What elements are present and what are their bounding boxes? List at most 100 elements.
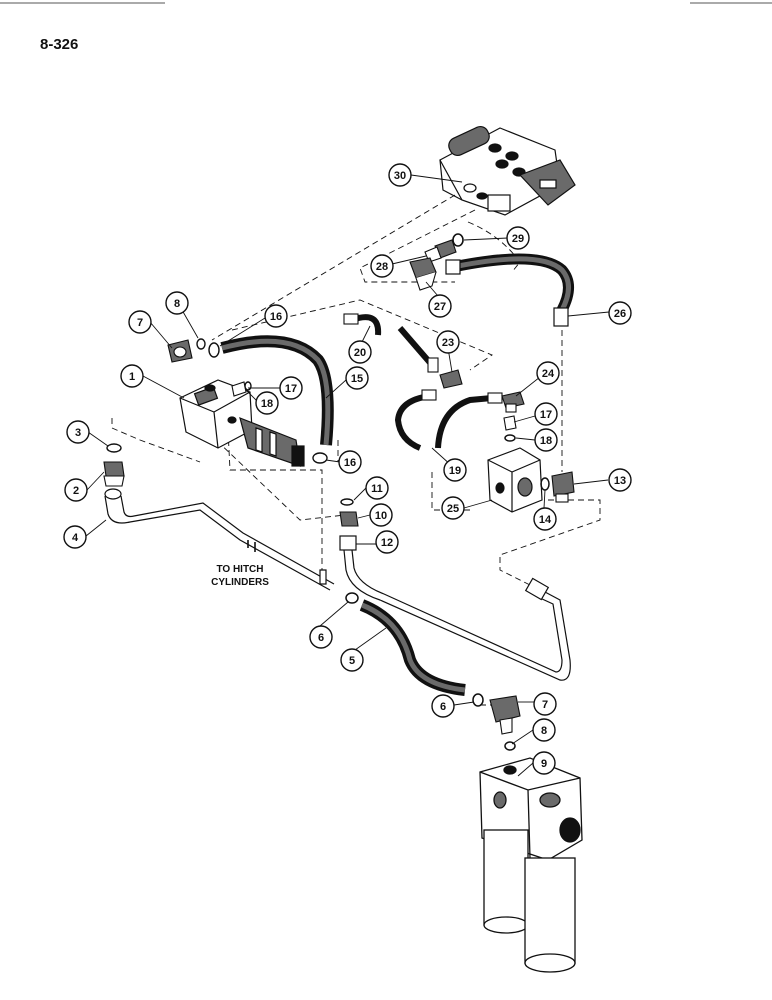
svg-text:30: 30	[394, 170, 406, 182]
svg-text:24: 24	[542, 368, 555, 380]
svg-text:13: 13	[614, 475, 626, 487]
callout-7-top: 7	[128, 310, 152, 334]
callout-9: 9	[532, 751, 556, 775]
svg-text:26: 26	[614, 308, 626, 320]
callout-26: 26	[608, 301, 632, 325]
callout-16-top: 16	[264, 304, 288, 328]
valve-1	[179, 379, 305, 467]
hose-20	[394, 389, 503, 451]
callout-29: 29	[506, 226, 530, 250]
svg-text:20: 20	[354, 347, 366, 359]
callout-23: 23	[436, 330, 460, 354]
callout-4: 4	[63, 525, 87, 549]
callout-17-left: 17	[279, 376, 303, 400]
callout-30: 30	[388, 163, 412, 187]
note-line-2: CYLINDERS	[211, 577, 269, 588]
svg-text:8: 8	[541, 725, 547, 737]
fitting-10	[339, 511, 359, 527]
svg-text:17: 17	[285, 383, 297, 395]
svg-text:27: 27	[434, 301, 446, 313]
callout-13: 13	[608, 468, 632, 492]
svg-text:10: 10	[375, 510, 387, 522]
svg-text:8: 8	[174, 298, 180, 310]
fitting-17-right	[503, 415, 517, 431]
callout-6-bottom: 6	[431, 694, 455, 718]
o-ring-29	[452, 233, 464, 247]
callout-20: 23	[443, 458, 467, 482]
svg-text:29: 29	[512, 233, 524, 245]
svg-text:18: 18	[261, 398, 273, 410]
elbow-fitting-13	[551, 471, 575, 503]
control-valve-30	[439, 125, 576, 216]
svg-text:7: 7	[542, 699, 548, 711]
clamp-6-bottom	[472, 693, 484, 707]
callout-5: 5	[340, 648, 364, 672]
svg-text:11: 11	[371, 483, 383, 495]
callout-24: 24	[536, 361, 560, 385]
svg-text:14: 14	[539, 514, 552, 526]
svg-text:9: 9	[541, 758, 547, 770]
svg-text:16: 16	[270, 311, 282, 323]
callout-8-top: 8	[165, 291, 189, 315]
callout-11: 11	[365, 476, 389, 500]
callout-19: 20	[348, 340, 372, 364]
svg-text:5: 5	[349, 655, 355, 667]
callout-15: 15	[345, 366, 369, 390]
tube-4	[104, 488, 335, 591]
callout-6-top: 6	[309, 625, 333, 649]
note-line-1: TO HITCH	[216, 564, 263, 575]
callout-28: 28	[370, 254, 394, 278]
svg-text:18: 18	[540, 435, 552, 447]
filter-assembly-9	[479, 757, 583, 973]
clamp-16-bottom	[312, 452, 328, 464]
svg-text:16: 16	[344, 457, 356, 469]
hose-19	[343, 313, 382, 336]
o-ring-8-bottom	[504, 741, 516, 751]
callout-2: 2	[64, 478, 88, 502]
callout-18-left: 18	[255, 391, 279, 415]
svg-text:1: 1	[129, 371, 135, 383]
o-ring-3	[106, 443, 122, 453]
callout-16-bottom: 1716	[338, 450, 362, 474]
svg-text:25: 25	[447, 503, 459, 515]
elbow-fitting-27	[409, 257, 437, 291]
fitting-17-left	[231, 381, 247, 397]
callout-27: 27	[428, 294, 452, 318]
svg-text:2: 2	[73, 485, 79, 497]
fitting-2	[103, 461, 125, 487]
callout-10: 10	[369, 503, 393, 527]
svg-text:3: 3	[75, 427, 81, 439]
svg-text:17: 17	[540, 409, 552, 421]
hose-5	[359, 599, 466, 696]
o-ring-8-top	[196, 338, 206, 350]
elbow-fitting-7-bottom	[489, 695, 521, 735]
callout-7-bottom: 7	[533, 692, 557, 716]
hose-26	[445, 253, 574, 327]
callout-20-label: 19	[449, 465, 461, 477]
callout-1: 1	[120, 364, 144, 388]
block-25	[487, 447, 543, 513]
callout-18-right: 18	[534, 428, 558, 452]
o-ring-18-right	[504, 434, 516, 442]
svg-text:15: 15	[351, 373, 363, 385]
svg-text:4: 4	[72, 532, 79, 544]
callout-14: 14	[533, 507, 557, 531]
hose-15	[220, 335, 334, 446]
hose-23	[397, 326, 463, 389]
callout-25: 25	[441, 496, 465, 520]
callout-3: 3	[66, 420, 90, 444]
callouts: 30 29 28 27 26 8 7 16 20 23 1 17 18 15 2…	[63, 163, 632, 775]
svg-text:23: 23	[442, 337, 454, 349]
clamp-16-top	[208, 342, 220, 358]
elbow-fitting-7-top	[167, 339, 193, 363]
svg-text:28: 28	[376, 261, 388, 273]
tube-12	[339, 535, 571, 681]
tee-fitting-24	[501, 391, 525, 413]
svg-text:7: 7	[137, 317, 143, 329]
dashed-routing-lines	[111, 194, 601, 706]
o-ring-18-left	[244, 381, 252, 391]
o-ring-14	[540, 477, 550, 491]
callout-17-right: 17	[534, 402, 558, 426]
callout-8-bottom: 8	[532, 718, 556, 742]
